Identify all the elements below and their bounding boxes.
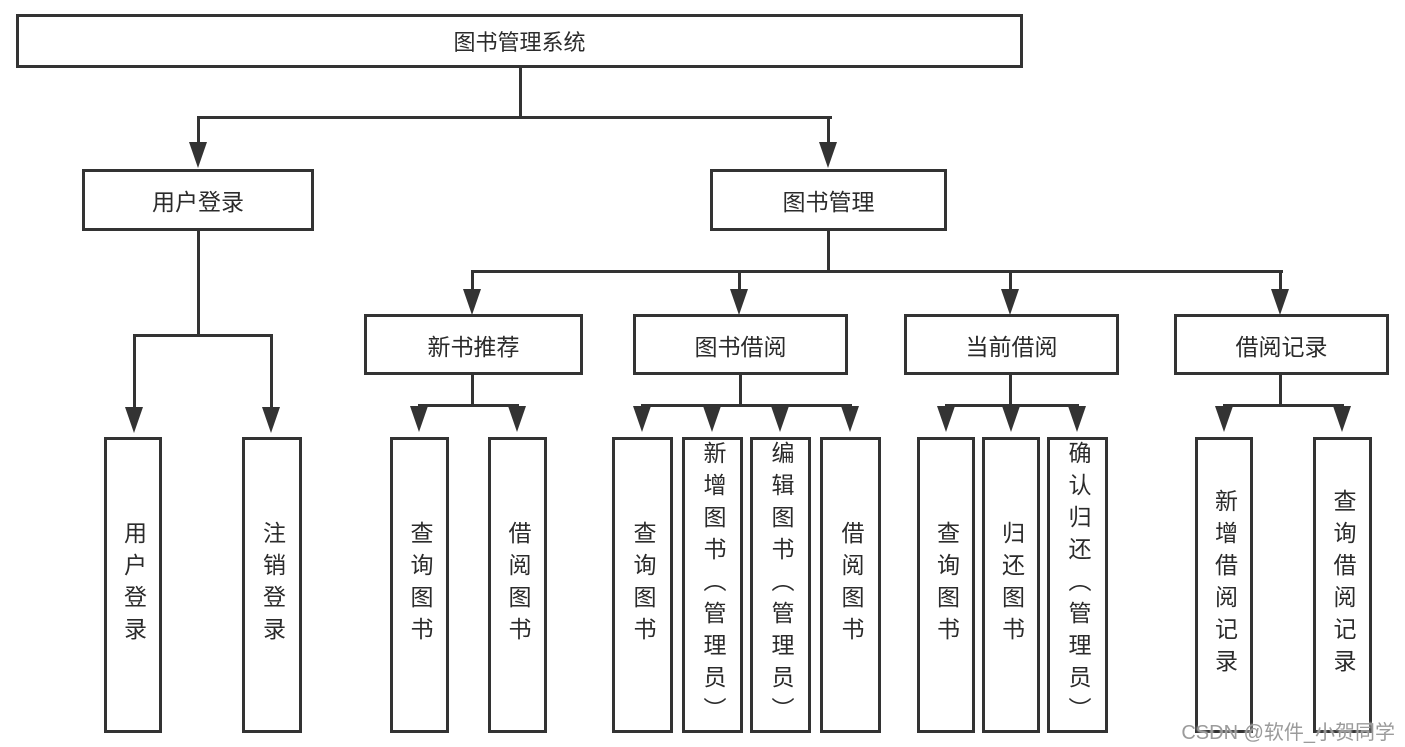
arrowhead-down [703, 406, 721, 432]
leaf-label: 借阅图书 [838, 521, 864, 649]
node-book-management: 图书管理 [710, 169, 947, 231]
arrowhead-down [819, 142, 837, 168]
arrowhead-down [463, 289, 481, 315]
connector-current-borrow-branch [945, 404, 1079, 407]
connector-new-book-branch [418, 404, 519, 407]
connector-new-book-stem [471, 375, 474, 407]
node-label: 图书借阅 [694, 333, 787, 360]
leaf-bb-borrow-book: 借阅图书 [820, 437, 881, 733]
node-book-borrow: 图书借阅 [633, 314, 848, 375]
leaf-label: 查询图书 [630, 521, 656, 649]
connector-borrow-record-stem [1279, 375, 1282, 407]
leaf-label: 注销登录 [259, 521, 286, 649]
node-new-book-recommend: 新书推荐 [364, 314, 583, 375]
leaf-label: 查询借阅记录 [1330, 489, 1356, 681]
arrowhead-down [1002, 406, 1020, 432]
arrowhead-down [633, 406, 651, 432]
node-label: 用户登录 [152, 189, 244, 215]
leaf-nb-query-book: 查询图书 [390, 437, 449, 733]
connector-drop-user-login [197, 116, 200, 144]
leaf-bb-query-book: 查询图书 [612, 437, 673, 733]
node-borrow-record: 借阅记录 [1174, 314, 1389, 375]
arrowhead-down [508, 406, 526, 432]
csdn-watermark: CSDN @软件_小贺同学 [1181, 722, 1395, 744]
leaf-br-add-record: 新增借阅记录 [1195, 437, 1253, 733]
arrowhead-down [262, 407, 280, 433]
arrowhead-down [125, 407, 143, 433]
connector-drop-leaf-user-login [133, 334, 136, 409]
arrowhead-down [189, 142, 207, 168]
arrowhead-down [410, 406, 428, 432]
arrowhead-down [1215, 406, 1233, 432]
leaf-cb-return-book: 归还图书 [982, 437, 1040, 733]
arrowhead-down [1001, 289, 1019, 315]
connector-book-management-stem [827, 231, 830, 273]
leaf-label: 查询图书 [933, 521, 960, 649]
arrowhead-down [1271, 289, 1289, 315]
arrowhead-down [771, 406, 789, 432]
leaf-label: 新增借阅记录 [1211, 489, 1238, 681]
leaf-label: 查询图书 [407, 521, 433, 649]
connector-drop-book-management [827, 116, 830, 144]
node-label: 新书推荐 [427, 333, 520, 360]
connector-root-branch [197, 116, 832, 119]
connector-root-stem [519, 67, 522, 118]
leaf-nb-borrow-book: 借阅图书 [488, 437, 547, 733]
node-library-management-system: 图书管理系统 [16, 14, 1023, 68]
node-label: 借阅记录 [1235, 333, 1328, 360]
arrowhead-down [1333, 406, 1351, 432]
connector-drop-book-borrow [738, 270, 741, 292]
node-user-login: 用户登录 [82, 169, 314, 231]
leaf-cb-query-book: 查询图书 [917, 437, 975, 733]
leaf-br-query-record: 查询借阅记录 [1313, 437, 1372, 733]
leaf-user-login: 用户登录 [104, 437, 162, 733]
arrowhead-down [1068, 406, 1086, 432]
leaf-cb-confirm-return-admin: 确认归还（管理员） [1047, 437, 1108, 733]
leaf-bb-edit-book-admin: 编辑图书（管理员） [750, 437, 811, 733]
connector-drop-new-book [471, 270, 474, 292]
arrowhead-down [841, 406, 859, 432]
node-label: 图书管理 [782, 189, 875, 215]
connector-book-borrow-stem [739, 375, 742, 407]
leaf-label: 归还图书 [998, 521, 1025, 649]
connector-current-borrow-stem [1009, 375, 1012, 407]
leaf-logout: 注销登录 [242, 437, 302, 733]
connector-drop-borrow-record [1279, 270, 1282, 292]
node-label: 图书管理系统 [453, 30, 586, 55]
leaf-label: 确认归还（管理员） [1065, 441, 1091, 729]
connector-book-management-branch [471, 270, 1283, 273]
node-label: 当前借阅 [965, 333, 1058, 360]
leaf-label: 借阅图书 [505, 521, 531, 649]
leaf-label: 编辑图书（管理员） [768, 441, 794, 729]
connector-drop-current-borrow [1009, 270, 1012, 292]
leaf-label: 新增图书（管理员） [700, 441, 726, 729]
leaf-bb-add-book-admin: 新增图书（管理员） [682, 437, 743, 733]
leaf-label: 用户登录 [120, 521, 147, 649]
arrowhead-down [730, 289, 748, 315]
arrowhead-down [937, 406, 955, 432]
connector-borrow-record-branch [1223, 404, 1344, 407]
connector-drop-leaf-logout [270, 334, 273, 409]
connector-user-login-branch [133, 334, 273, 337]
node-current-borrow: 当前借阅 [904, 314, 1119, 375]
connector-book-borrow-branch [641, 404, 852, 407]
connector-user-login-stem [197, 231, 200, 337]
